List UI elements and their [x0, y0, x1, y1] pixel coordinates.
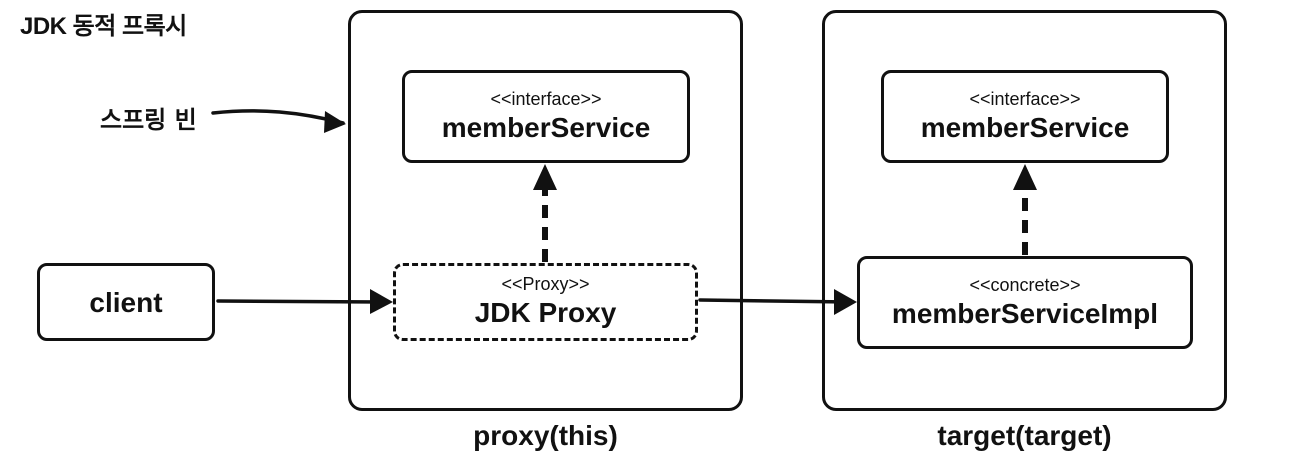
- jdk-proxy-box: <<Proxy>> JDK Proxy: [393, 263, 698, 341]
- spring-bean-arrow: [211, 109, 346, 133]
- proxy-interface-name: memberService: [441, 111, 651, 143]
- proxy-interface-box: <<interface>> memberService: [402, 70, 690, 163]
- target-caption: target(target): [937, 420, 1112, 451]
- impl-name: memberServiceImpl: [891, 297, 1159, 329]
- target-interface-box: <<interface>> memberService: [881, 70, 1169, 163]
- proxy-interface-stereotype: <<interface>>: [490, 88, 602, 109]
- impl-stereotype: <<concrete>>: [969, 274, 1081, 295]
- diagram-title: JDK 동적 프록시: [20, 13, 187, 40]
- target-interface-name: memberService: [920, 111, 1130, 143]
- jdk-proxy-name: JDK Proxy: [474, 297, 617, 328]
- target-interface-stereotype: <<interface>>: [969, 88, 1081, 109]
- target-container: [822, 10, 1227, 411]
- jdk-proxy-stereotype: <<Proxy>>: [501, 274, 590, 294]
- proxy-caption: proxy(this): [473, 420, 618, 451]
- spring-bean-label: 스프링 빈: [100, 106, 197, 134]
- member-service-impl-box: <<concrete>> memberServiceImpl: [857, 256, 1193, 349]
- client-label: client: [89, 287, 163, 318]
- proxy-container: [348, 10, 743, 411]
- client-box: client: [37, 263, 215, 341]
